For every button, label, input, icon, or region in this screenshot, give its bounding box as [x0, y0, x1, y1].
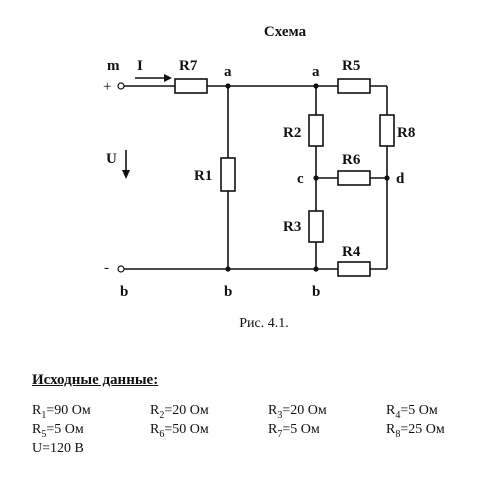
parameter-amount: =5 Ом: [46, 421, 84, 437]
parameter-amount: =120 В: [42, 440, 84, 456]
terminal-b: [117, 265, 125, 273]
label-r3: R3: [283, 219, 301, 235]
resistor-r5: [337, 78, 371, 94]
parameter-symbol: R: [32, 421, 42, 437]
parameter-subscript: 6: [159, 428, 165, 440]
figure-caption: Рис. 4.1.: [239, 316, 289, 331]
current-arrow-head: [164, 74, 172, 82]
label-r7: R7: [179, 58, 198, 74]
parameter-subscript: 4: [395, 409, 401, 421]
terminal-m: [117, 82, 125, 90]
parameter-subscript: 7: [277, 428, 283, 440]
parameter-symbol: R: [268, 403, 278, 418]
junction-b-right: [313, 266, 319, 272]
label-b-right: b: [312, 284, 320, 300]
parameter-value: R4=5 Ом: [386, 403, 486, 421]
parameter-value: R7=5 Ом: [268, 422, 386, 440]
parameter-amount: =25 Ом: [400, 421, 445, 437]
parameter-value: R5=5 Ом: [32, 422, 150, 440]
label-r6: R6: [342, 152, 361, 168]
parameter-subscript: 2: [159, 409, 165, 421]
resistor-r2: [308, 114, 324, 147]
label-m: m: [107, 58, 120, 74]
voltage-arrow-head: [122, 170, 130, 179]
resistor-r1: [220, 157, 236, 192]
label-d: d: [396, 171, 405, 187]
label-r2: R2: [283, 125, 301, 141]
resistor-r6: [337, 170, 371, 186]
parameter-subscript: 8: [395, 428, 401, 440]
label-current: I: [137, 58, 143, 74]
parameter-symbol: R: [268, 421, 278, 437]
initial-data-heading: Исходные данные:: [32, 372, 482, 389]
parameter-value: R8=25 Ом: [386, 422, 486, 440]
parameter-amount: =20 Ом: [164, 403, 209, 418]
resistor-r3: [308, 210, 324, 243]
parameter-amount: =5 Ом: [282, 421, 320, 437]
junction-a-right: [313, 83, 319, 89]
label-r1: R1: [194, 168, 212, 184]
parameter-symbol: R: [150, 403, 160, 418]
resistor-r4: [337, 261, 371, 277]
parameter-symbol: U: [32, 440, 43, 456]
parameter-symbol: R: [386, 421, 396, 437]
label-b-mid: b: [224, 284, 232, 300]
junction-c: [313, 175, 319, 181]
parameter-symbol: R: [32, 403, 42, 418]
label-r8: R8: [397, 125, 415, 141]
circuit-diagram: Схема m + - b a a b b c d: [103, 24, 415, 331]
parameter-symbol: R: [150, 421, 160, 437]
parameter-value: R6=50 Ом: [150, 422, 268, 440]
parameter-value: U=120 В: [32, 441, 150, 457]
initial-data-heading-text: Исходные данные: [32, 372, 154, 388]
label-c: c: [297, 171, 304, 187]
initial-data-heading-colon: :: [153, 372, 159, 388]
label-minus: -: [104, 260, 109, 276]
label-b-left: b: [120, 284, 128, 300]
parameter-subscript: 3: [277, 409, 283, 421]
parameter-subscript: 1: [41, 409, 47, 421]
label-r4: R4: [342, 244, 361, 260]
parameter-amount: =90 Ом: [46, 403, 91, 418]
junction-a-left: [225, 83, 231, 89]
label-plus: +: [103, 79, 111, 95]
parameter-value: R2=20 Ом: [150, 403, 268, 421]
resistor-r8: [379, 114, 395, 147]
label-a-right: a: [312, 64, 320, 80]
parameter-amount: =5 Ом: [400, 403, 438, 418]
diagram-title: Схема: [264, 24, 307, 40]
label-a-left: a: [224, 64, 232, 80]
junction-d: [384, 175, 390, 181]
parameter-value: R3=20 Ом: [268, 403, 386, 421]
junction-b-mid: [225, 266, 231, 272]
parameter-amount: =50 Ом: [164, 421, 209, 437]
label-voltage: U: [106, 151, 117, 167]
resistor-r7: [174, 78, 208, 94]
parameter-amount: =20 Ом: [282, 403, 327, 418]
parameter-subscript: 5: [41, 428, 47, 440]
label-r5: R5: [342, 58, 360, 74]
parameter-symbol: R: [386, 403, 396, 418]
parameter-value: R1=90 Ом: [32, 403, 150, 421]
